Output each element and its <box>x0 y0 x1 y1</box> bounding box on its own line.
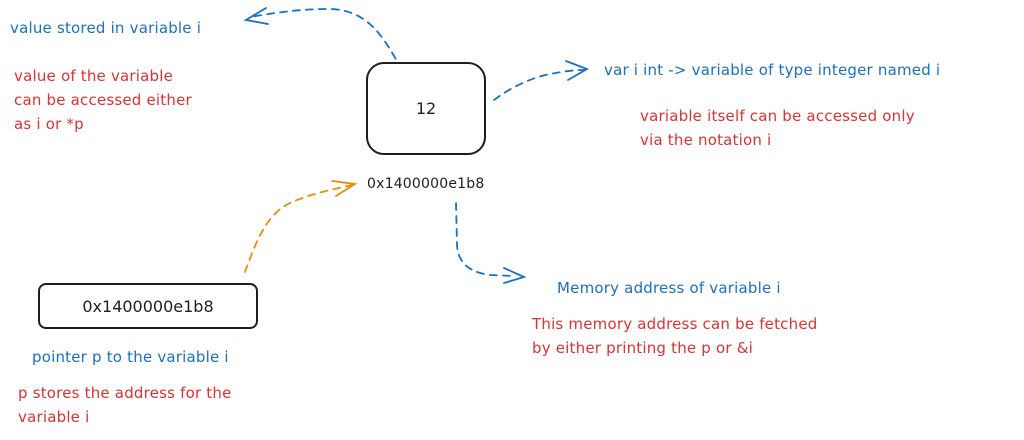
value-label: value stored in variable i <box>10 19 202 37</box>
declaration-label: var i int -> variable of type integer na… <box>604 61 941 79</box>
pointer-box: 0x1400000e1b8 <box>38 283 258 329</box>
declaration-note-line-1: variable itself can be accessed only <box>640 107 915 125</box>
arrowhead-address-to-memory-label <box>503 267 527 284</box>
value-note-line-1: value of the variable <box>14 67 174 85</box>
value-address: 0x1400000e1b8 <box>367 176 485 192</box>
pointer-box-value: 0x1400000e1b8 <box>82 296 214 316</box>
arrowhead-pointer-to-address <box>331 180 358 197</box>
arrowhead-value-to-label <box>243 7 269 25</box>
memory-address-note-line-1: This memory address can be fetched <box>532 315 818 333</box>
value-note-line-2: can be accessed either <box>14 91 192 109</box>
arrowhead-value-to-declaration <box>565 60 590 81</box>
declaration-note-line-2: via the notation i <box>640 131 772 149</box>
pointer-note-line-2: variable i <box>18 408 90 426</box>
value-note-line-3: as i or *p <box>14 115 84 133</box>
pointer-label: pointer p to the variable i <box>32 348 229 366</box>
arrow-value-to-label <box>249 8 403 71</box>
arrow-address-to-memory-label <box>455 202 516 277</box>
value-box: 12 <box>366 62 486 155</box>
value-box-value: 12 <box>415 99 437 118</box>
memory-address-note-line-2: by either printing the p or &i <box>532 339 753 357</box>
arrow-value-to-declaration <box>493 69 586 101</box>
pointer-note-line-1: p stores the address for the <box>18 384 232 402</box>
memory-address-label: Memory address of variable i <box>557 279 781 297</box>
arrow-pointer-to-address <box>244 184 353 273</box>
